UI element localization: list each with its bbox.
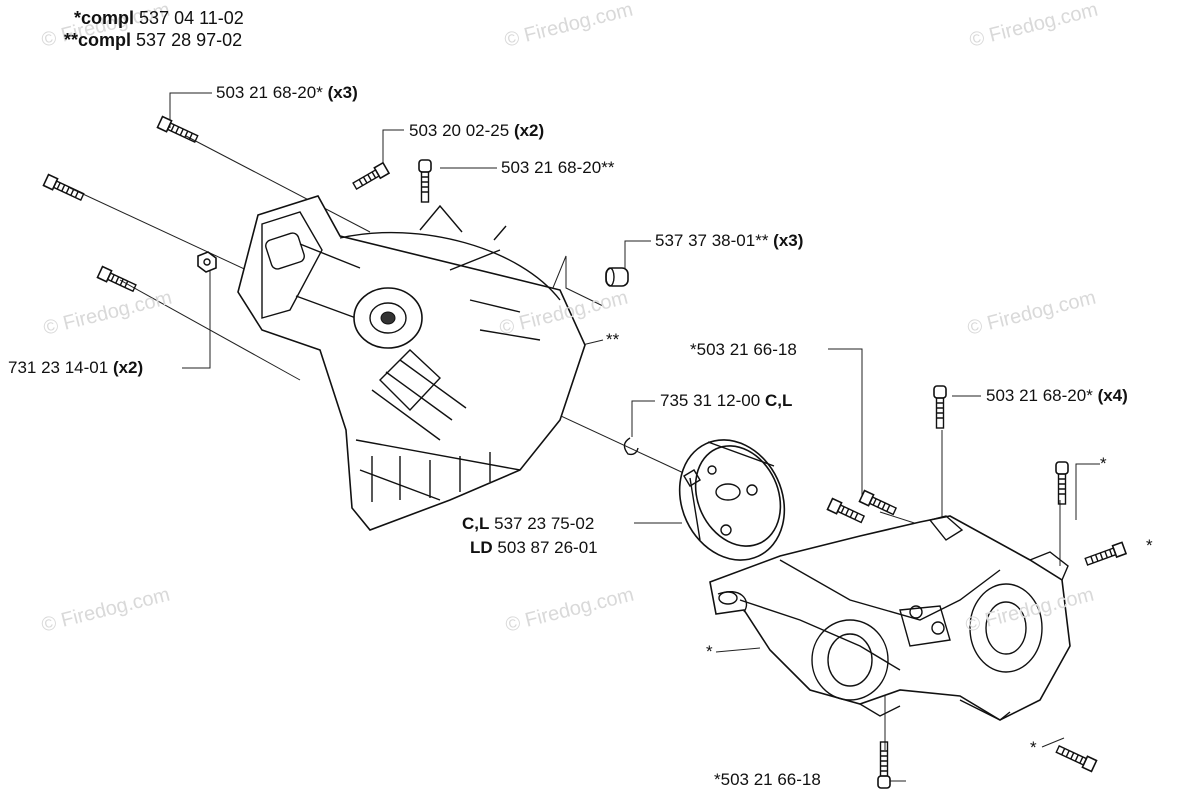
screw-right-group-2 [858, 489, 898, 516]
label-cover-marker: ** [606, 330, 620, 349]
part-qty: (x2) [112, 358, 144, 377]
header-part-number: 537 04 11-02 [139, 8, 244, 28]
label-screw-top-center: 503 21 68-20** [501, 158, 614, 178]
leader-screw-top-mid [382, 129, 404, 170]
part-qty: (x4) [1097, 386, 1128, 405]
part-number: 537 23 75-02 [494, 514, 595, 533]
crankcase-left-half [237, 195, 586, 531]
leader-marker-right-upper [1075, 463, 1100, 520]
header-prefix: *compl [74, 8, 135, 28]
part-number: 731 23 14-01 [8, 358, 109, 377]
leader-bushing-shell [547, 255, 604, 307]
part-number: 503 87 26-01 [497, 538, 598, 557]
part-qty: (x3) [773, 231, 804, 250]
leader-retainer [631, 400, 655, 437]
screw-top-mid [352, 161, 391, 190]
label-screw-bottom: *503 21 66-18 [714, 770, 821, 789]
label-marker-right-upper: * [1100, 454, 1107, 473]
screw-left-lower [96, 265, 137, 293]
label-nut-left: 731 23 14-01 (x2) [8, 358, 143, 378]
label-screw-right-top: 503 21 68-20* (x4) [986, 386, 1128, 406]
leader-housing [715, 647, 761, 653]
header-part-number: 537 28 97-02 [136, 30, 243, 50]
screw-right-group-1 [826, 497, 866, 524]
part-qty: (x3) [327, 83, 358, 102]
screw-top-center [418, 159, 432, 203]
label-marker-right-mid: * [1146, 536, 1153, 555]
screw-right-mid [1084, 541, 1128, 566]
screw-left [42, 173, 85, 202]
header-prefix: **compl [64, 30, 132, 50]
part-number: 503 21 68-20* [216, 83, 323, 102]
label-marker-housing: * [706, 642, 713, 661]
part-number: 735 31 12-00 [660, 391, 761, 410]
part-number: 503 20 02-25 [409, 121, 510, 140]
screw-right-top [933, 385, 947, 429]
leader-screw-top-left [169, 92, 212, 128]
label-clutch-drum-2: LD 503 87 26-01 [470, 538, 598, 558]
leader-screw-right-group [828, 348, 863, 500]
leader-marker-bottom [1041, 737, 1065, 748]
screw-bottom-right [1055, 744, 1098, 773]
part-prefix: C,L [462, 514, 490, 533]
leader-bushing [624, 240, 651, 270]
leader-nut-left [182, 270, 211, 369]
part-number: 537 37 38-01** [655, 231, 769, 250]
nut-left [197, 251, 217, 273]
label-clutch-drum-1: C,L 537 23 75-02 [462, 514, 594, 534]
part-prefix: LD [470, 538, 493, 557]
header-compl-2: **compl 537 28 97-02 [64, 30, 242, 51]
label-screw-right-group: *503 21 66-18 [690, 340, 797, 359]
label-screw-top-left: 503 21 68-20* (x3) [216, 83, 358, 103]
bushing [605, 267, 629, 287]
leader-lines [169, 92, 1100, 782]
label-screw-top-mid: 503 20 02-25 (x2) [409, 121, 544, 141]
clutch-drum [678, 439, 786, 561]
header-compl-1: *compl 537 04 11-02 [74, 8, 244, 29]
label-retainer: 735 31 12-00 C,L [660, 391, 792, 411]
label-marker-bottom-right: * [1030, 738, 1037, 757]
part-qty: C,L [764, 391, 793, 410]
label-bushing: 537 37 38-01** (x3) [655, 231, 803, 251]
clutch-housing [709, 515, 1071, 721]
screw-top-left [156, 115, 199, 144]
part-qty: (x2) [513, 121, 545, 140]
part-number: 503 21 68-20* [986, 386, 1093, 405]
screw-bottom [877, 741, 891, 789]
retainer-clip [623, 437, 639, 456]
screw-right-upper [1055, 461, 1069, 505]
part-number: 503 21 68-20** [501, 158, 615, 177]
